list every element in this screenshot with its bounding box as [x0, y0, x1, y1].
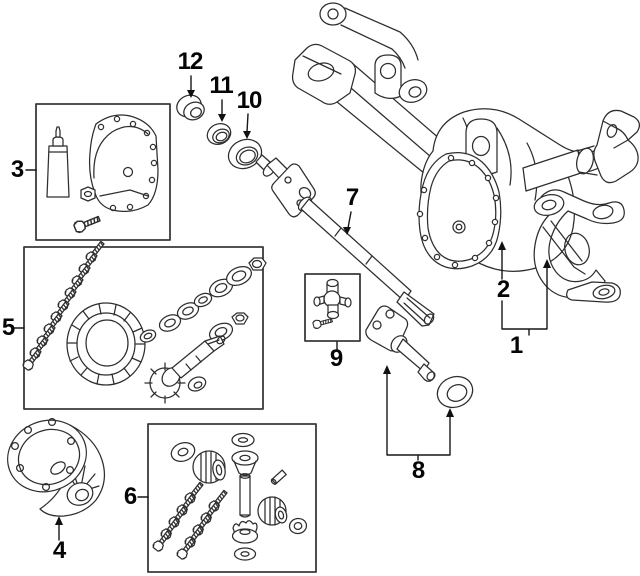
pinion-seal-12 — [176, 94, 205, 121]
differential-case — [7, 417, 106, 517]
spring-bracket — [291, 2, 428, 105]
housing-cover — [416, 152, 502, 270]
outer-seal-10 — [227, 138, 263, 170]
axle-shaft — [255, 154, 435, 327]
callout-label-9: 9 — [329, 345, 343, 372]
callout-bracket-1-2 — [501, 249, 548, 336]
callout-label-6: 6 — [123, 483, 137, 510]
callout-label-10: 10 — [236, 87, 263, 114]
ring-and-pinion-box — [21, 238, 267, 410]
callout-label-12: 12 — [177, 48, 204, 75]
steering-knuckle — [533, 189, 625, 303]
callout-label-4: 4 — [52, 537, 66, 564]
ring-gear — [66, 302, 146, 386]
differential-cover — [88, 114, 159, 212]
u-joint-box — [304, 273, 361, 342]
case-bolts — [151, 479, 231, 562]
callout-bracket-8 — [386, 371, 451, 461]
callout-line-7 — [347, 211, 352, 229]
stub-shaft-and-seal — [365, 305, 474, 409]
sealant-tube — [46, 126, 70, 198]
cover-bolt — [72, 212, 102, 235]
differential-internals-box — [147, 423, 317, 573]
pinion-gear — [144, 335, 226, 404]
callout-label-8: 8 — [411, 457, 425, 484]
inner-seal-11 — [206, 123, 232, 145]
cross-shaft-stack — [231, 432, 259, 561]
callout-line-10 — [246, 113, 249, 133]
cover-kit-box — [35, 103, 171, 241]
side-gear-left — [192, 450, 226, 484]
fill-plug — [80, 186, 96, 202]
callout-lines — [12, 75, 551, 541]
pinion-yoke — [593, 109, 640, 184]
axle-housing-assembly — [291, 2, 640, 303]
callout-label-1: 1 — [509, 332, 523, 359]
u-joint-cross — [313, 278, 352, 320]
callout-label-7: 7 — [345, 184, 359, 211]
pinion-bearings-and-shims — [139, 257, 267, 343]
axle-seal — [436, 375, 474, 409]
callout-label-5: 5 — [1, 314, 15, 341]
callout-label-11: 11 — [209, 72, 233, 99]
roll-pin — [270, 469, 287, 485]
callout-label-3: 3 — [10, 156, 24, 183]
spider-gear-right — [257, 496, 288, 526]
callout-label-2: 2 — [496, 276, 510, 303]
